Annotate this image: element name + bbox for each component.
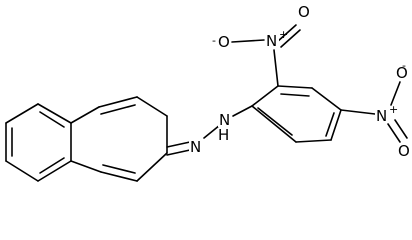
nitro-ortho-charge-label: + [279, 28, 288, 41]
nitro-bonds [231, 24, 408, 143]
nitro-ortho-oxygen-label: O [298, 3, 310, 21]
nitro-para-oxygen-minus-label: O [396, 64, 408, 82]
imine-n-label: N [190, 138, 201, 156]
nitro-para-oxygen-label: O [398, 142, 410, 160]
amine-h-label: H [218, 126, 229, 144]
nitro-para-charge-label: + [389, 103, 398, 116]
nitro-para-oxygen-charge-label: - [402, 59, 406, 72]
molecule-canvas: N N H N + O - O N + O - O [5, 3, 410, 182]
nitro-ortho-oxygen-minus-label: O [218, 33, 230, 51]
benzene-ring [5, 103, 72, 182]
nitro-ortho-n-label: N [266, 32, 277, 50]
amine-n-label: N [219, 111, 230, 129]
atom-labels: N N H N + O - O N + O - O [189, 3, 410, 160]
cycloheptatriene-ring [70, 96, 168, 182]
molecule-structure: N N H N + O - O N + O - O [5, 3, 410, 182]
hydrazone-linkage [166, 105, 253, 156]
nitro-para-n-label: N [376, 107, 387, 125]
dinitrophenyl-ring [251, 85, 342, 143]
nitro-ortho-oxygen-charge-label: - [212, 34, 216, 47]
